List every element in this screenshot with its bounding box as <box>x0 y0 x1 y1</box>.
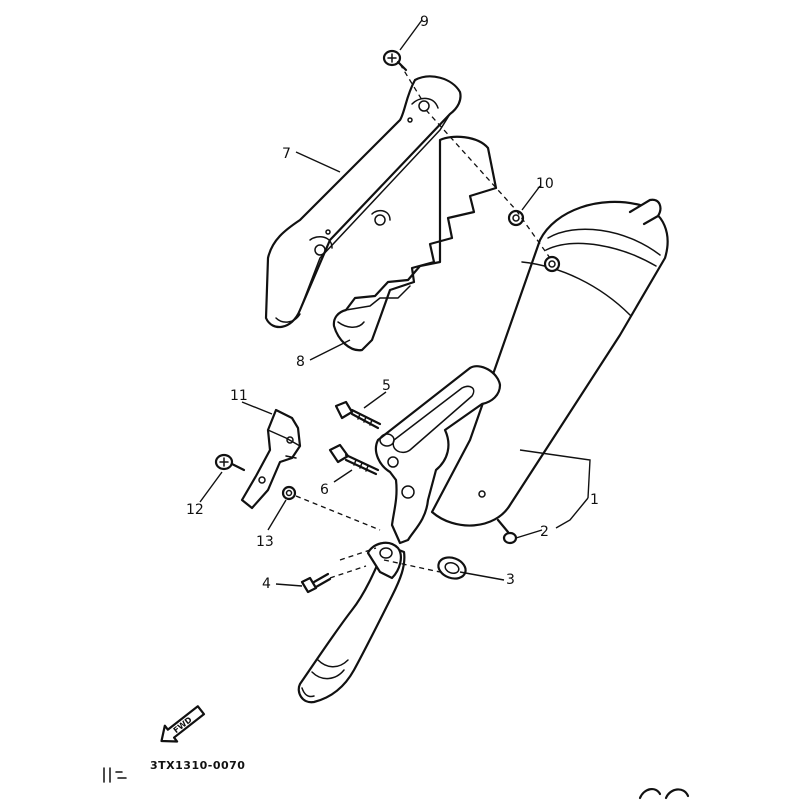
callout-8: 8 <box>296 354 305 370</box>
callout-10: 10 <box>536 176 554 192</box>
leader-lines <box>199 19 591 587</box>
callout-11: 11 <box>230 388 248 404</box>
heat-protector-inner <box>332 135 498 352</box>
callout-9: 9 <box>420 14 429 30</box>
bolt-6 <box>328 443 380 476</box>
bolt-5 <box>334 400 382 430</box>
screw-2 <box>496 518 518 545</box>
stay-bracket-11 <box>240 408 302 510</box>
callout-7: 7 <box>282 146 291 162</box>
callout-2: 2 <box>540 524 549 540</box>
callout-labels: 9 7 10 8 5 11 6 1 12 13 2 4 3 <box>186 14 599 592</box>
screw-9 <box>382 49 408 72</box>
callout-6: 6 <box>320 482 329 498</box>
fwd-arrow: FWD <box>160 705 206 743</box>
gasket-3 <box>437 556 467 580</box>
callout-13: 13 <box>256 534 274 550</box>
nut-10 <box>507 209 561 273</box>
heat-protector-outer <box>264 75 462 328</box>
callout-4: 4 <box>262 576 271 592</box>
callout-12: 12 <box>186 502 204 518</box>
bolt-4 <box>300 572 332 594</box>
part-code: 3TX1310-0070 <box>150 759 245 772</box>
screw-12 <box>214 453 246 472</box>
muffler-assembly <box>297 198 669 704</box>
corner-mark <box>103 767 690 800</box>
washer-13 <box>281 485 297 501</box>
callout-5: 5 <box>382 378 391 394</box>
assembly-lines <box>295 63 551 579</box>
callout-1: 1 <box>590 492 599 508</box>
callout-3: 3 <box>506 572 515 588</box>
